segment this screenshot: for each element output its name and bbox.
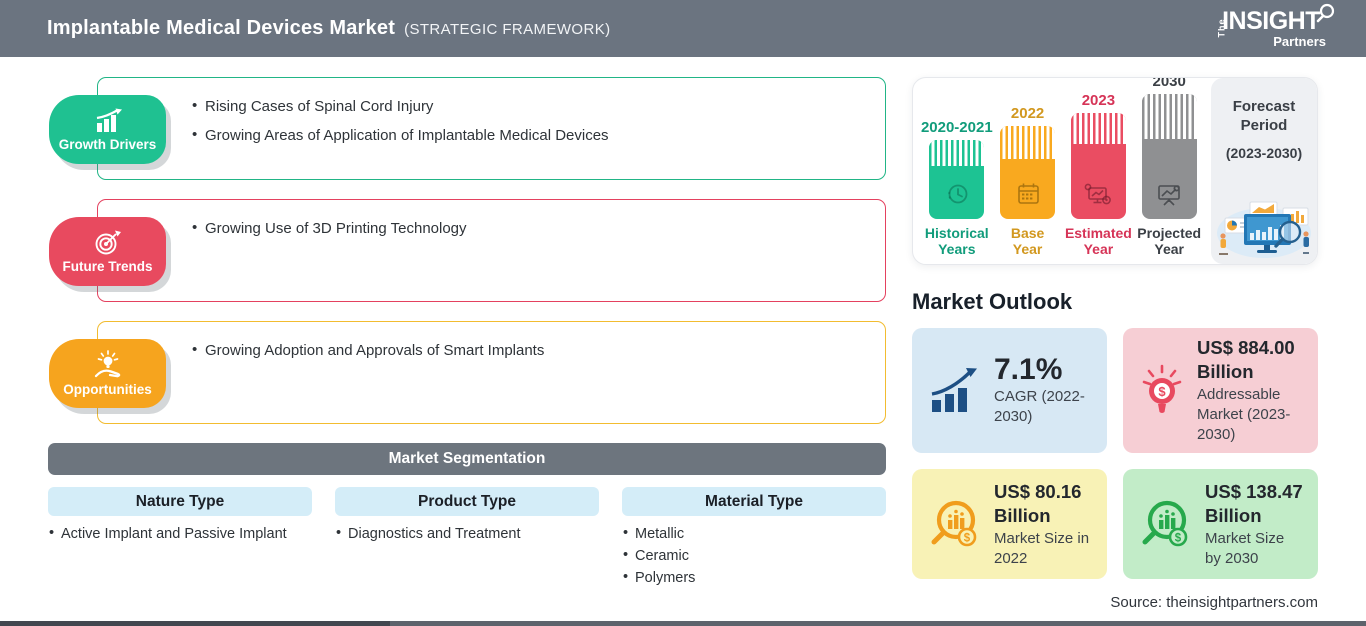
bottom-strip (0, 621, 1366, 626)
analysis-monitor-icon (1084, 183, 1112, 205)
outlook-cards: 7.1% CAGR (2022-2030) $ (912, 328, 1318, 579)
svg-text:$: $ (1175, 533, 1182, 545)
bar-caption: Estimated Year (1064, 225, 1132, 258)
bar-caption: Historical Years (924, 225, 989, 258)
historical-years-bar: 2020-2021 Historical Years (920, 119, 993, 258)
growth-drivers-box: Growth Drivers Rising Cases of Spinal Co… (49, 77, 886, 180)
hand-lightbulb-icon (94, 350, 120, 378)
addressable-market-value: US$ 884.00 Billion (1197, 337, 1295, 383)
addressable-market-card: $ US$ 884.00 Billion Addressable Market … (1123, 328, 1318, 453)
badge-label: Opportunities (63, 382, 152, 397)
bar-caption: Projected Year (1137, 225, 1202, 258)
future-trends-list: Growing Use of 3D Printing Technology (190, 219, 869, 237)
market-size-2022-value: US$ 80.16 Billion (994, 480, 1082, 526)
segmentation-column-material: Material Type Metallic Ceramic Polymers (622, 487, 886, 592)
magnifier-chart-icon-orange: $ (931, 500, 977, 547)
future-trends-box: Future Trends Growing Use of 3D Printing… (49, 199, 886, 302)
list-item: Diagnostics and Treatment (335, 525, 599, 542)
growth-drivers-badge: Growth Drivers (49, 95, 166, 164)
estimated-year-bar: 2023 (1064, 92, 1132, 258)
year-label: 2030 (1152, 77, 1186, 90)
list-item: Polymers (622, 569, 886, 586)
calendar-icon (1017, 183, 1039, 204)
clock-history-icon (948, 184, 968, 204)
market-size-2030-desc: Market Size by 2030 (1205, 529, 1285, 567)
logo-insight-text: INSIGHT (1222, 3, 1335, 34)
segment-title: Nature Type (48, 487, 312, 516)
list-item: Growing Adoption and Approvals of Smart … (190, 341, 869, 359)
bulb-dollar-icon: $ (1142, 364, 1182, 413)
opportunities-list: Growing Adoption and Approvals of Smart … (190, 341, 869, 359)
page-title: Implantable Medical Devices Market (47, 17, 396, 39)
source-attribution: Source: theinsightpartners.com (1110, 594, 1318, 611)
list-item: Ceramic (622, 547, 886, 564)
list-item: Active Implant and Passive Implant (48, 525, 312, 542)
opportunities-badge: Opportunities (49, 339, 166, 408)
market-size-2030-card: $ US$ 138.47 Billion Market Size by 2030 (1123, 469, 1318, 579)
market-size-2022-desc: Market Size in 2022 (994, 529, 1090, 567)
forecast-period-panel: Forecast Period (2023-2030) (1211, 78, 1317, 264)
page-subtitle: (STRATEGIC FRAMEWORK) (404, 21, 611, 38)
base-year-bar: 2022 (995, 105, 1061, 258)
market-data-column: 2020-2021 Historical Years 2022 (912, 77, 1318, 611)
list-item: Metallic (622, 525, 886, 542)
year-label: 2023 (1081, 92, 1116, 109)
bar-caption: Base Year (1010, 225, 1045, 258)
svg-text:$: $ (964, 533, 971, 545)
forecast-period-range: (2023-2030) (1225, 144, 1303, 161)
projected-year-bar: 2030 (1136, 77, 1202, 258)
bottom-strip-dark (0, 621, 390, 626)
magnifier-chart-icon-green: $ (1142, 500, 1188, 547)
addressable-market-desc: Addressable Market (2023-2030) (1197, 386, 1291, 443)
year-label: 2020-2021 (920, 119, 993, 136)
badge-label: Future Trends (62, 259, 153, 274)
future-trends-badge: Future Trends (49, 217, 166, 286)
cagr-value: 7.1% (994, 353, 1063, 387)
cagr-desc: CAGR (2022-2030) (994, 387, 1085, 425)
target-icon (95, 230, 121, 255)
insight-partners-logo: The INSIGHT Partners (1203, 3, 1335, 49)
cagr-card: 7.1% CAGR (2022-2030) (912, 328, 1107, 453)
presentation-board-icon (1158, 185, 1180, 206)
svg-text:$: $ (1158, 384, 1166, 399)
main-content: Growth Drivers Rising Cases of Spinal Co… (0, 57, 1366, 611)
cagr-growth-icon (931, 367, 977, 412)
segmentation-columns: Nature Type Active Implant and Passive I… (48, 487, 886, 592)
list-item: Growing Areas of Application of Implanta… (190, 126, 869, 144)
market-size-2030-value: US$ 138.47 Billion (1205, 480, 1303, 526)
growth-chart-icon (96, 108, 122, 132)
list-item: Rising Cases of Spinal Cord Injury (190, 97, 869, 115)
growth-drivers-list: Rising Cases of Spinal Cord Injury Growi… (190, 97, 869, 144)
header-bar: Implantable Medical Devices Market (STRAT… (0, 0, 1366, 57)
header-titles: Implantable Medical Devices Market (STRAT… (47, 17, 611, 40)
segmentation-column-nature: Nature Type Active Implant and Passive I… (48, 487, 312, 592)
segment-title: Product Type (335, 487, 599, 516)
forecast-period-title: Forecast Period (1232, 98, 1296, 134)
opportunities-box: Opportunities Growing Adoption and Appro… (49, 321, 886, 424)
analytics-illustration (1217, 201, 1311, 258)
badge-label: Growth Drivers (58, 136, 157, 152)
logo-partners-text: Partners (1273, 33, 1326, 49)
market-segmentation-header: Market Segmentation (48, 443, 886, 475)
market-size-2022-card: $ US$ 80.16 Billion Market Size in 2022 (912, 469, 1107, 579)
segment-title: Material Type (622, 487, 886, 516)
magnifier-icon (1316, 3, 1335, 22)
timeline-card: 2020-2021 Historical Years 2022 (912, 77, 1318, 265)
market-outlook-title: Market Outlook (912, 289, 1073, 314)
year-bars: 2020-2021 Historical Years 2022 (913, 78, 1211, 264)
segmentation-column-product: Product Type Diagnostics and Treatment (335, 487, 599, 592)
year-label: 2022 (1010, 105, 1045, 122)
framework-column: Growth Drivers Rising Cases of Spinal Co… (48, 77, 886, 611)
list-item: Growing Use of 3D Printing Technology (190, 219, 869, 237)
